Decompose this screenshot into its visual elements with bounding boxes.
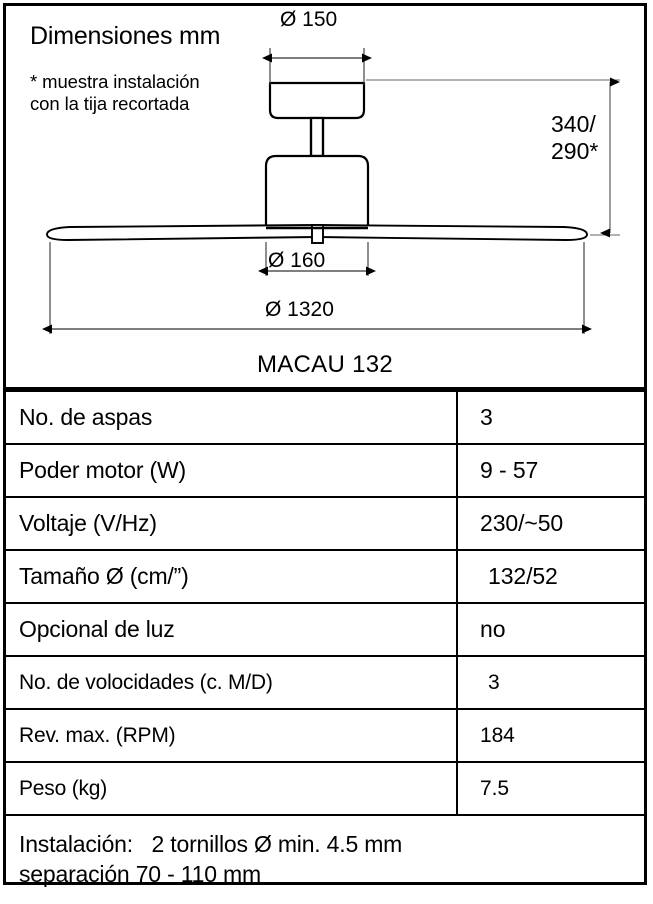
dimension-motor-diameter <box>258 242 376 276</box>
spec-value-light-option: no <box>456 602 644 657</box>
spec-label-size: Tamaño Ø (cm/”) <box>6 549 458 604</box>
drawing-footnote: * muestra instalación con la tija recort… <box>30 71 200 114</box>
dimension-label-total-height: 340/ 290* <box>551 111 599 165</box>
installation-line-1: Instalación: 2 tornillos Ø min. 4.5 mm <box>19 831 403 858</box>
table-row: Tamaño Ø (cm/”) 132/52 <box>6 549 644 604</box>
installation-line-2: separación 70 - 110 mm <box>19 861 261 887</box>
downrod-shape <box>309 116 325 158</box>
fan-dimension-drawing: Dimensiones mm * muestra instalación con… <box>6 6 644 390</box>
specifications-table: No. de aspas 3 Poder motor (W) 9 - 57 Vo… <box>6 390 644 904</box>
spec-value-motor-power: 9 - 57 <box>456 443 644 498</box>
spec-label-light-option: Opcional de luz <box>6 602 458 657</box>
ceiling-canopy-shape <box>268 81 366 120</box>
fan-blades-shape <box>46 224 588 244</box>
spec-value-weight: 7.5 <box>456 761 644 816</box>
installation-cell: Instalación: 2 tornillos Ø min. 4.5 mm s… <box>6 814 644 904</box>
table-row: No. de volocidades (c. M/D) 3 <box>6 655 644 710</box>
spec-value-speeds: 3 <box>456 655 644 710</box>
dimension-canopy-diameter <box>262 48 372 85</box>
table-row: No. de aspas 3 <box>6 390 644 445</box>
drawing-title: Dimensiones mm <box>30 22 221 50</box>
dimension-blade-span <box>42 242 592 334</box>
spec-label-motor-power: Poder motor (W) <box>6 443 458 498</box>
table-row: Voltaje (V/Hz) 230/~50 <box>6 496 644 551</box>
spec-label-max-rpm: Rev. max. (RPM) <box>6 708 458 763</box>
motor-housing-shape <box>264 154 370 230</box>
fan-elevation-drawing-svg <box>42 48 620 334</box>
dimension-label-blade-span: Ø 1320 <box>265 298 334 321</box>
table-row: Opcional de luz no <box>6 602 644 657</box>
spec-label-weight: Peso (kg) <box>6 761 458 816</box>
spec-label-blades: No. de aspas <box>6 390 458 445</box>
spec-value-size: 132/52 <box>456 549 644 604</box>
table-row: Poder motor (W) 9 - 57 <box>6 443 644 498</box>
table-row-installation: Instalación: 2 tornillos Ø min. 4.5 mm s… <box>6 814 644 904</box>
spec-value-blades: 3 <box>456 390 644 445</box>
spec-label-speeds: No. de volocidades (c. M/D) <box>6 655 458 710</box>
dimension-label-canopy-diameter: Ø 150 <box>280 8 338 31</box>
spec-label-voltage: Voltaje (V/Hz) <box>6 496 458 551</box>
fan-spec-sheet: Dimensiones mm * muestra instalación con… <box>3 3 647 904</box>
dimension-total-height <box>366 77 620 238</box>
spec-value-max-rpm: 184 <box>456 708 644 763</box>
dimension-label-motor-diameter: Ø 160 <box>268 249 326 272</box>
table-row: Peso (kg) 7.5 <box>6 761 644 816</box>
model-name: MACAU 132 <box>256 351 394 378</box>
spec-value-voltage: 230/~50 <box>456 496 644 551</box>
table-row: Rev. max. (RPM) 184 <box>6 708 644 763</box>
